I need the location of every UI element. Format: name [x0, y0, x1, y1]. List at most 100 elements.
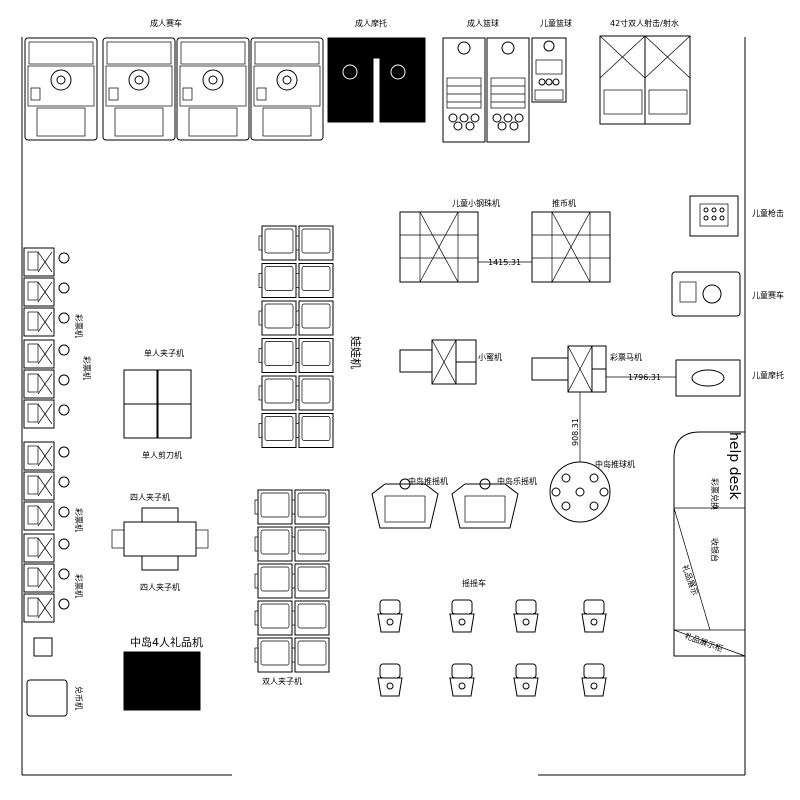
adult-motorbike-group: 成人摩托: [327, 18, 426, 123]
label-kids-slot: 儿童小钢珠机: [452, 198, 500, 208]
help-desk-label-c: 礼品展示: [680, 563, 700, 596]
doll-machine-unit: [295, 300, 334, 336]
dimension-d3-text: 908.31: [571, 418, 580, 446]
label-center-ball: 中岛推球机: [595, 459, 635, 469]
pusher-unit: 推币机: [531, 198, 611, 283]
label-four-claw: 四人夹子机: [130, 492, 170, 502]
help-desk-label-d: 礼品展示柜: [683, 630, 724, 653]
label-single-scissors: 单人剪刀机: [142, 450, 182, 460]
label-center-pusher-b: 中岛乐摇机: [497, 476, 537, 486]
bumper-car-unit: [377, 663, 403, 697]
label-kids-gun: 儿童枪击: [752, 208, 784, 218]
doll-machine-unit: [258, 413, 297, 448]
dimension-d1: 1415.31: [478, 258, 532, 267]
label-shooter-42: 42寸双人射击/射水: [610, 18, 679, 28]
lottery-machine-unit: [23, 563, 70, 593]
label-double-claw: 双人夹子机: [262, 676, 302, 686]
doll-machine-unit: [258, 225, 297, 261]
center-pusher-b-unit: 中岛乐摇机: [451, 476, 537, 529]
double-claw-unit: [254, 637, 293, 673]
lottery-horse-unit: 彩票马机: [531, 345, 642, 393]
double-claw-unit: [254, 600, 293, 636]
label-doll-machine: 娃娃机: [349, 336, 363, 369]
center-gift4-unit: 中岛4人礼品机: [123, 635, 203, 711]
label-exchange: 兑币机: [74, 686, 84, 710]
bumper-car-group: 摇摇车: [377, 578, 607, 697]
label-left-1: 彩票机: [74, 314, 84, 338]
doll-machine-group: 娃娃机: [258, 225, 363, 448]
adult-basketball-group: 成人篮球: [442, 18, 530, 143]
adult-racing-unit: [250, 37, 324, 141]
label-center-pusher-a: 中岛推摇机: [408, 476, 448, 486]
center-pusher-a-unit: 中岛推摇机: [371, 476, 448, 529]
lottery-machine-unit: [23, 533, 70, 563]
bumper-car-unit: [581, 663, 607, 697]
dimension-d2: 1796.31: [606, 373, 676, 382]
small-machine-unit: 小蜜机: [399, 339, 502, 385]
dimension-d3: 908.31: [571, 392, 581, 462]
double-claw-unit: [291, 637, 330, 673]
lottery-machine-unit: [23, 277, 70, 307]
doll-machine-unit: [295, 263, 334, 298]
label-lottery-horse: 彩票马机: [610, 352, 642, 362]
kids-slot-unit: 儿童小钢珠机: [399, 198, 500, 283]
double-claw-group: 双人夹子机: [254, 489, 330, 686]
dimension-d1-text: 1415.31: [488, 258, 521, 267]
kids-racing-unit: 儿童赛车: [671, 271, 784, 317]
shooter-42-group: 42寸双人射击/射水: [599, 18, 691, 125]
label-kids-motorbike: 儿童摩托: [752, 370, 784, 380]
lottery-machine-unit: [23, 501, 70, 531]
lottery-machine-unit: [23, 247, 70, 277]
lottery-machine-unit: [23, 307, 70, 337]
bumper-car-unit: [449, 599, 475, 633]
adult-basketball-unit: [486, 37, 530, 143]
label-left-2: 彩票机: [82, 356, 92, 380]
kids-gun-unit: 儿童枪击: [689, 195, 784, 237]
lottery-machine-unit: [23, 369, 70, 399]
bumper-car-unit: [449, 663, 475, 697]
kids-basketball-unit: 儿童篮球: [531, 18, 572, 103]
doll-machine-unit: [258, 375, 297, 411]
label-kids-basketball: 儿童篮球: [540, 18, 572, 28]
lottery-machine-unit: [23, 399, 70, 429]
label-adult-motorbike: 成人摩托: [355, 18, 387, 28]
help-desk: help desk 彩票兑换 收银台 礼品展示 礼品展示柜: [673, 431, 746, 657]
doll-machine-unit: [258, 338, 297, 373]
label-adult-racing: 成人赛车: [150, 18, 182, 28]
doll-machine-unit: [295, 338, 334, 373]
doll-machine-unit: [295, 225, 334, 261]
lottery-machine-unit: [23, 471, 70, 501]
double-claw-unit: [254, 563, 293, 599]
label-kids-racing: 儿童赛车: [752, 290, 784, 300]
center-ball-unit: 中岛推球机: [549, 459, 635, 523]
room-walls: [21, 37, 746, 776]
help-desk-title: help desk: [726, 432, 742, 501]
help-desk-label-a: 彩票兑换: [710, 478, 720, 510]
bumper-car-unit: [581, 599, 607, 633]
bumper-car-unit: [513, 599, 539, 633]
double-claw-unit: [254, 526, 293, 562]
help-desk-label-b: 收银台: [710, 538, 720, 562]
adult-racing-unit: [24, 37, 98, 141]
exchange-unit: 兑币机: [26, 637, 84, 717]
bumper-car-unit: [377, 599, 403, 633]
dimension-d2-text: 1796.31: [628, 373, 661, 382]
double-claw-unit: [291, 489, 330, 525]
doll-machine-unit: [258, 300, 297, 336]
label-adult-basketball: 成人篮球: [467, 18, 499, 28]
lottery-machine-unit: [23, 593, 70, 623]
doll-machine-unit: [295, 413, 334, 448]
kids-motorbike-unit: 儿童摩托: [675, 359, 784, 397]
adult-racing-unit: [102, 37, 176, 141]
double-claw-unit: [291, 526, 330, 562]
doll-machine-unit: [258, 263, 297, 298]
four-claw-unit: 四人夹子机 四人夹子机: [111, 492, 209, 592]
double-claw-unit: [254, 489, 293, 525]
label-pusher: 推币机: [552, 198, 576, 208]
label-four-claw-b: 四人夹子机: [140, 582, 180, 592]
label-single-claw: 单人夹子机: [144, 348, 184, 358]
adult-racing-group: 成人赛车: [24, 18, 324, 141]
doll-machine-unit: [295, 375, 334, 411]
label-left-4: 彩票机: [74, 574, 84, 598]
